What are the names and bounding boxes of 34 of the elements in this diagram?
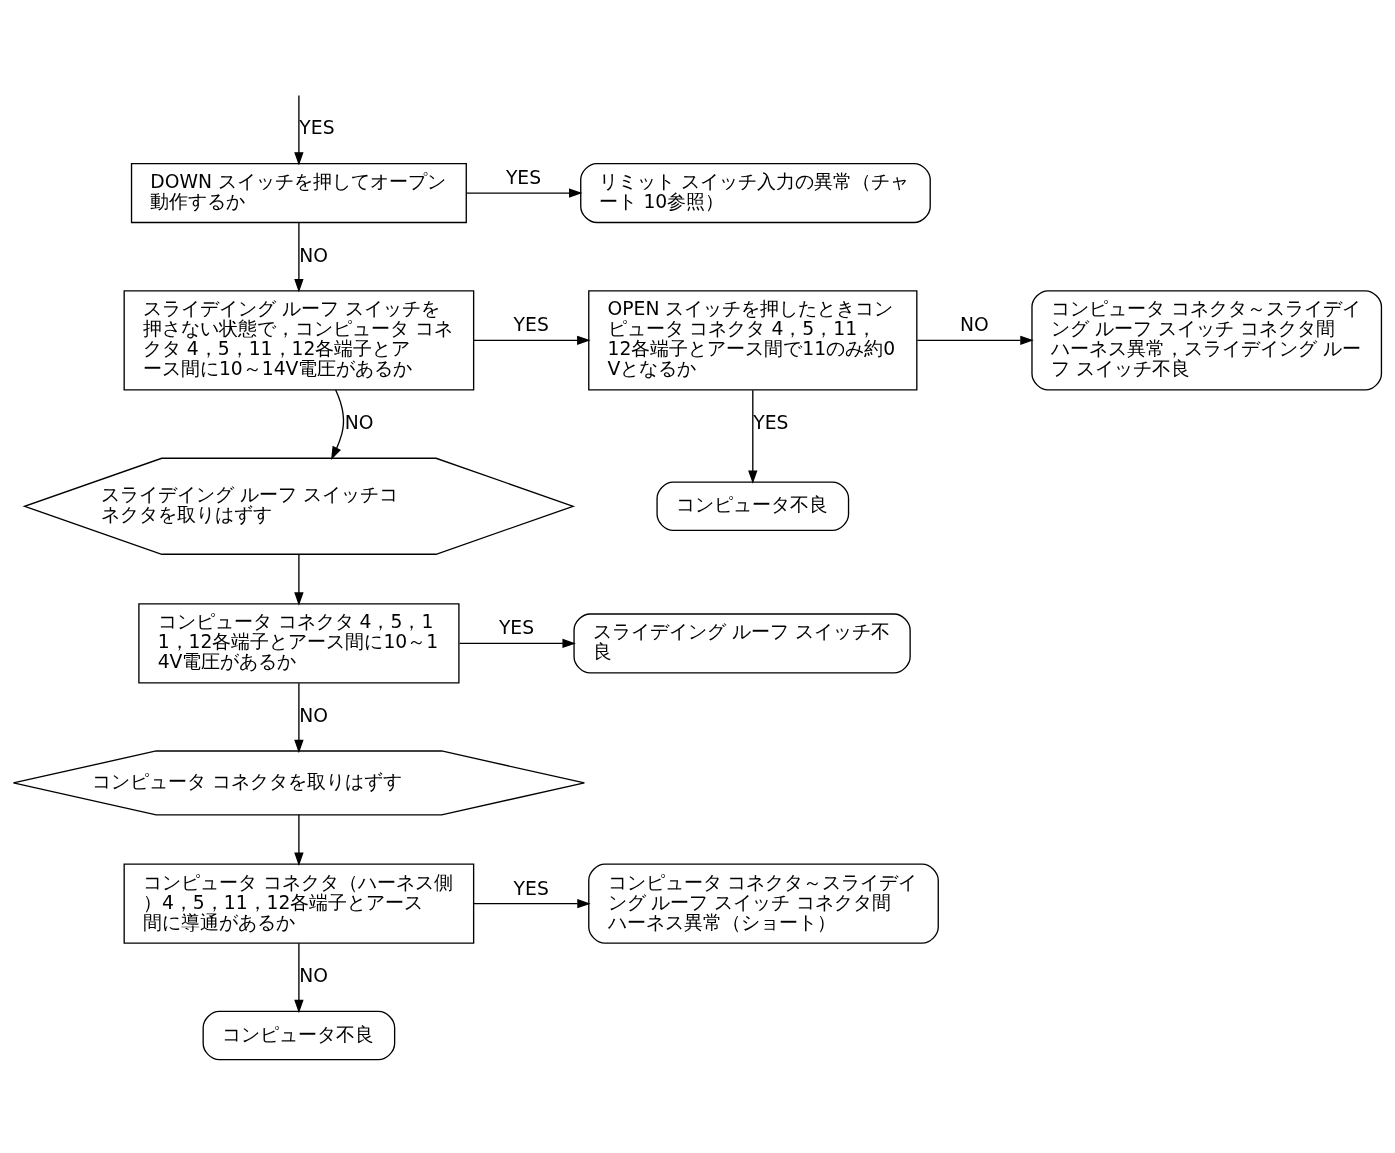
arrow bbox=[916, 335, 1034, 345]
node-box: リミット スイッチ入力の異常（チャート 10参照） bbox=[580, 162, 931, 223]
node-box: コンピュータ不良 bbox=[656, 481, 850, 531]
arrow bbox=[748, 389, 758, 484]
node-box: コンピュータ コネクタ（ハーネス側）4，5，11，12各端子とアース間に導通があるか bbox=[123, 863, 475, 944]
edge-label: YES bbox=[753, 411, 789, 433]
arrow bbox=[294, 942, 304, 1013]
arrow bbox=[294, 682, 304, 753]
arrow bbox=[294, 813, 304, 866]
node-box: コンピュータ コネクタ 4，5，11，12各端子とアース間に10～14V電圧があるか bbox=[138, 602, 460, 684]
arrow bbox=[294, 94, 304, 166]
arrow bbox=[294, 221, 304, 292]
edge-label: NO bbox=[344, 411, 374, 433]
edge-label: NO bbox=[299, 704, 329, 726]
edge-label: YES bbox=[513, 313, 549, 335]
edge-label: NO bbox=[299, 964, 329, 986]
arrow bbox=[294, 553, 304, 606]
edge-label: YES bbox=[498, 616, 535, 638]
node-box: コンピュータ コネクタ～スライデイング ルーフ スイッチ コネクタ間ハーネス異常，スライデイング ルーフ スイッチ不良 bbox=[1031, 289, 1383, 391]
edge-label: NO bbox=[960, 313, 989, 335]
edge-label: YES bbox=[513, 877, 549, 899]
node-box: コンピュータ コネクタ～スライデイング ルーフ スイッチ コネクタ間ハーネス異常（ショート） bbox=[588, 863, 939, 944]
node-box: DOWN スイッチを押してオープン動作するか bbox=[130, 162, 467, 223]
node-box: スライデイング ルーフ スイッチ不良 bbox=[573, 612, 911, 674]
node-box: OPEN スイッチを押したときコンピュータ コネクタ 4，5，11，12各端子とアース間で11のみ約0Vとなるか bbox=[588, 289, 918, 391]
arrow bbox=[458, 638, 576, 648]
edge-label: NO bbox=[299, 244, 329, 266]
arrow bbox=[465, 187, 583, 198]
arrow bbox=[473, 898, 591, 908]
node-box: スライデイング ルーフ スイッチを押さない状態で，コンピュータ コネクタ 4，5，11，12各端子とアース間に10～14V電圧があるか bbox=[123, 289, 475, 391]
node-box: コンピュータ不良 bbox=[202, 1010, 396, 1060]
edge-label: YES bbox=[505, 166, 542, 188]
arrow bbox=[331, 388, 345, 460]
arrow bbox=[473, 335, 591, 345]
